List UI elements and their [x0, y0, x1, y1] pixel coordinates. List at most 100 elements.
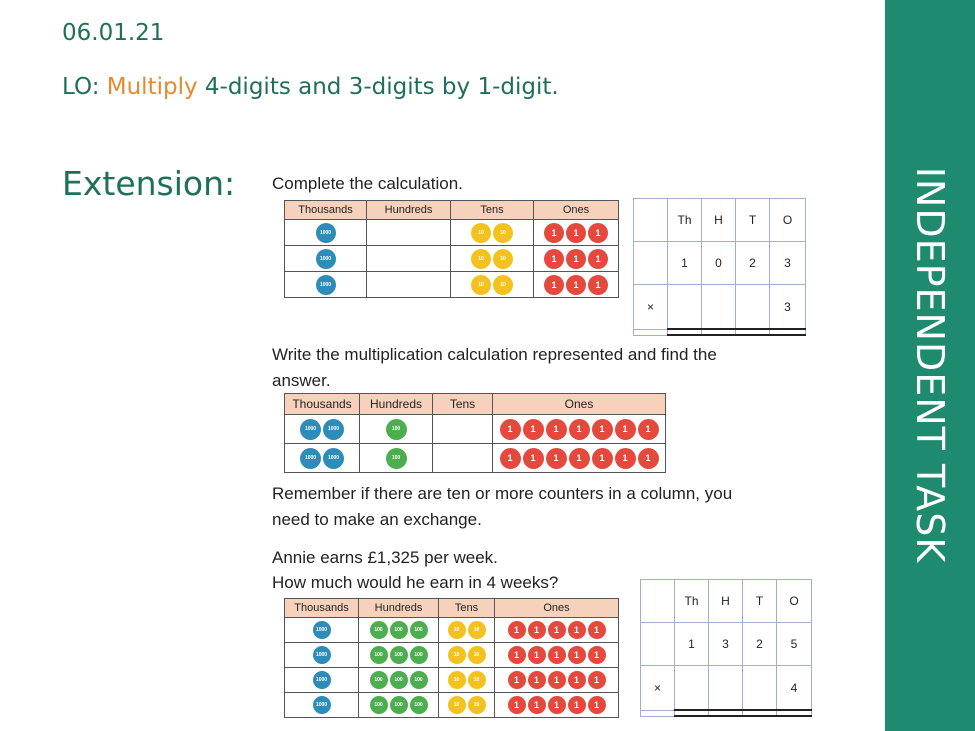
- grid-header-o: O: [776, 578, 812, 624]
- counter-100: 100: [369, 671, 388, 689]
- q2-header-hundreds: Hundreds: [359, 393, 433, 415]
- counter-1: 1: [544, 274, 564, 295]
- q3-text-line1: Annie earns £1,325 per week.: [272, 548, 498, 567]
- counter-10: 10: [447, 696, 466, 714]
- counter-1: 1: [547, 621, 566, 639]
- grid-digit: 2: [742, 622, 777, 667]
- counter-1: 1: [566, 274, 586, 295]
- grid-multiplier: 4: [776, 665, 812, 711]
- counter-10: 10: [467, 646, 486, 664]
- q2-note-line1: Remember if there are ten or more counte…: [272, 484, 733, 503]
- answer-cell[interactable]: [776, 709, 812, 717]
- sidebar: INDEPENDENT TASK: [885, 0, 975, 731]
- counter-10: 10: [493, 248, 513, 269]
- lo-prefix: LO:: [62, 74, 107, 100]
- counter-100: 100: [385, 447, 407, 469]
- answer-cell[interactable]: [742, 709, 777, 717]
- grid-cell: [742, 665, 777, 711]
- grid-cell: [735, 284, 770, 330]
- place-value-cell: 100: [359, 443, 433, 473]
- counter-10: 10: [447, 646, 466, 664]
- counter-1: 1: [499, 418, 521, 440]
- extension-label: Extension:: [62, 164, 236, 203]
- place-value-cell: 1000: [284, 692, 359, 718]
- q3-header-tens: Tens: [438, 598, 495, 618]
- answer-cell[interactable]: [667, 328, 702, 336]
- grid-header-t: T: [735, 197, 770, 243]
- q3-text-line2: How much would he earn in 4 weeks?: [272, 573, 559, 592]
- counter-1: 1: [567, 671, 586, 689]
- counter-100: 100: [389, 696, 408, 714]
- q3-calculation-grid: Th H T O 1 3 2 5 × 4: [640, 578, 812, 717]
- place-value-cell: 1000: [284, 617, 359, 643]
- counter-1: 1: [544, 248, 564, 269]
- counter-1: 1: [547, 696, 566, 714]
- counter-1: 1: [527, 621, 546, 639]
- counter-1000: 1000: [323, 418, 344, 440]
- counter-10: 10: [447, 621, 466, 639]
- counter-1: 1: [568, 447, 590, 469]
- counter-1: 1: [568, 418, 590, 440]
- counter-1: 1: [499, 447, 521, 469]
- counter-1: 1: [587, 621, 606, 639]
- answer-cell[interactable]: [708, 709, 743, 717]
- counter-1: 1: [544, 222, 564, 243]
- counter-1000: 1000: [312, 621, 331, 639]
- counter-1: 1: [527, 671, 546, 689]
- q1-header-hundreds: Hundreds: [366, 200, 451, 220]
- counter-1: 1: [591, 418, 613, 440]
- counter-10: 10: [467, 671, 486, 689]
- q1-instruction: Complete the calculation.: [272, 174, 463, 193]
- counter-1: 1: [507, 646, 526, 664]
- q2-note-line2: need to make an exchange.: [272, 510, 482, 529]
- grid-header-h: H: [701, 197, 736, 243]
- place-value-cell: 1000: [284, 667, 359, 693]
- answer-cell[interactable]: [735, 328, 770, 336]
- answer-cell[interactable]: [674, 709, 709, 717]
- counter-10: 10: [467, 621, 486, 639]
- counter-1: 1: [567, 646, 586, 664]
- grid-digit: 3: [708, 622, 743, 667]
- grid-digit: 0: [701, 241, 736, 286]
- place-value-cell: [432, 443, 493, 473]
- counter-1: 1: [588, 222, 608, 243]
- answer-cell[interactable]: [769, 328, 806, 336]
- counter-10: 10: [493, 222, 513, 243]
- grid-cell: [701, 284, 736, 330]
- counter-100: 100: [389, 621, 408, 639]
- counter-100: 100: [409, 621, 428, 639]
- counter-1: 1: [566, 222, 586, 243]
- answer-cell[interactable]: [701, 328, 736, 336]
- place-value-cell: 1000: [284, 642, 359, 668]
- counter-100: 100: [409, 646, 428, 664]
- place-value-cell: [366, 245, 451, 272]
- counter-1: 1: [587, 646, 606, 664]
- q2-instruction-line2: answer.: [272, 371, 331, 390]
- counter-1000: 1000: [315, 248, 336, 269]
- counter-1: 1: [567, 696, 586, 714]
- counter-1: 1: [507, 621, 526, 639]
- q2-instruction-line1: Write the multiplication calculation rep…: [272, 345, 717, 364]
- counter-1: 1: [614, 418, 636, 440]
- q1-header-ones: Ones: [533, 200, 619, 220]
- counter-1000: 1000: [312, 696, 331, 714]
